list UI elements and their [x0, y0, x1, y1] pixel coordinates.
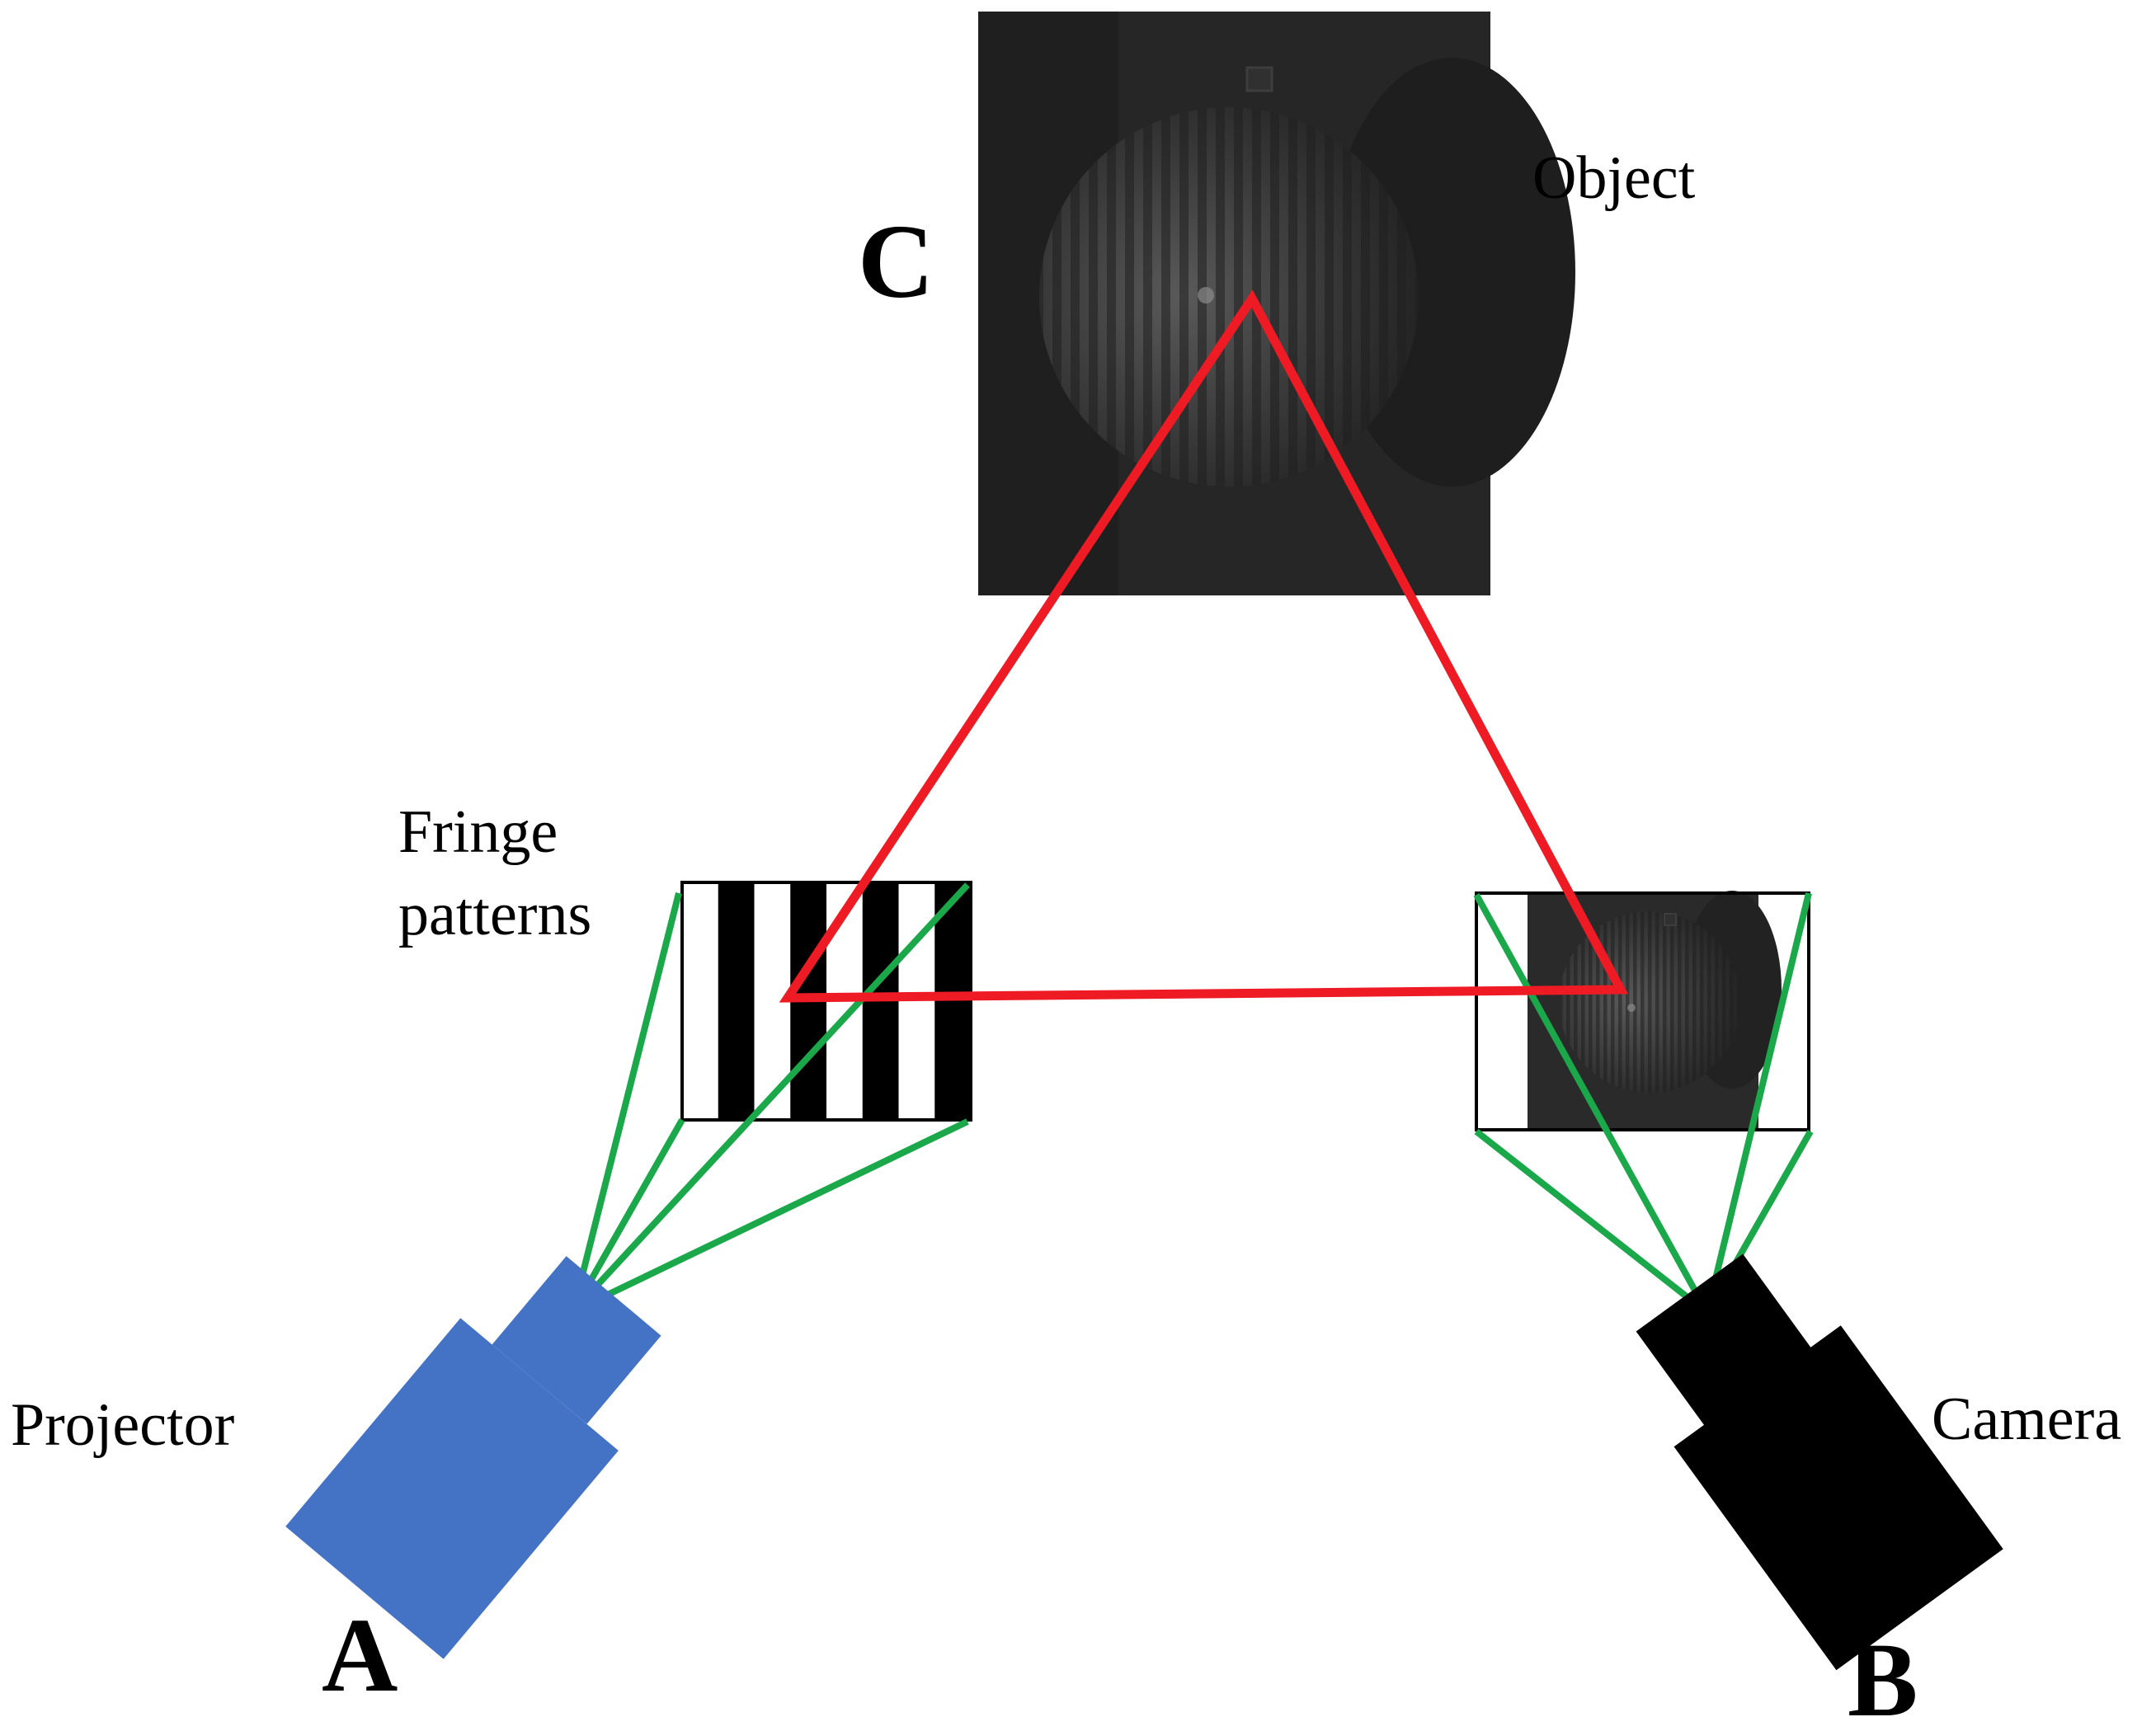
projector-icon — [285, 1256, 661, 1659]
camera-ray-1 — [1473, 893, 1711, 1315]
camera-icon — [1636, 1254, 2003, 1671]
fringe-label-line1: Fringe — [398, 798, 558, 866]
fringe-label-line2: patterns — [398, 881, 591, 948]
projector-label: Projector — [11, 1391, 234, 1459]
point-b-label: B — [1848, 1621, 1918, 1731]
projector-ray-4 — [572, 1118, 969, 1315]
projector-ray-1 — [570, 892, 682, 1312]
object-label: Object — [1532, 144, 1696, 212]
object-image — [978, 12, 1575, 595]
camera-label: Camera — [1932, 1385, 2121, 1453]
camera-ray-3 — [1474, 1128, 1710, 1316]
camera-image — [1475, 891, 1810, 1131]
triangulation-triangle — [779, 289, 1629, 1003]
fringe-stripe — [718, 882, 755, 1120]
projection-rays — [570, 882, 1814, 1316]
point-c-label: C — [858, 203, 934, 320]
fringe-stripe — [934, 882, 971, 1120]
camera-ray-2 — [1704, 892, 1812, 1314]
projector-ray-2 — [571, 882, 970, 1314]
point-a-label: A — [322, 1597, 398, 1714]
